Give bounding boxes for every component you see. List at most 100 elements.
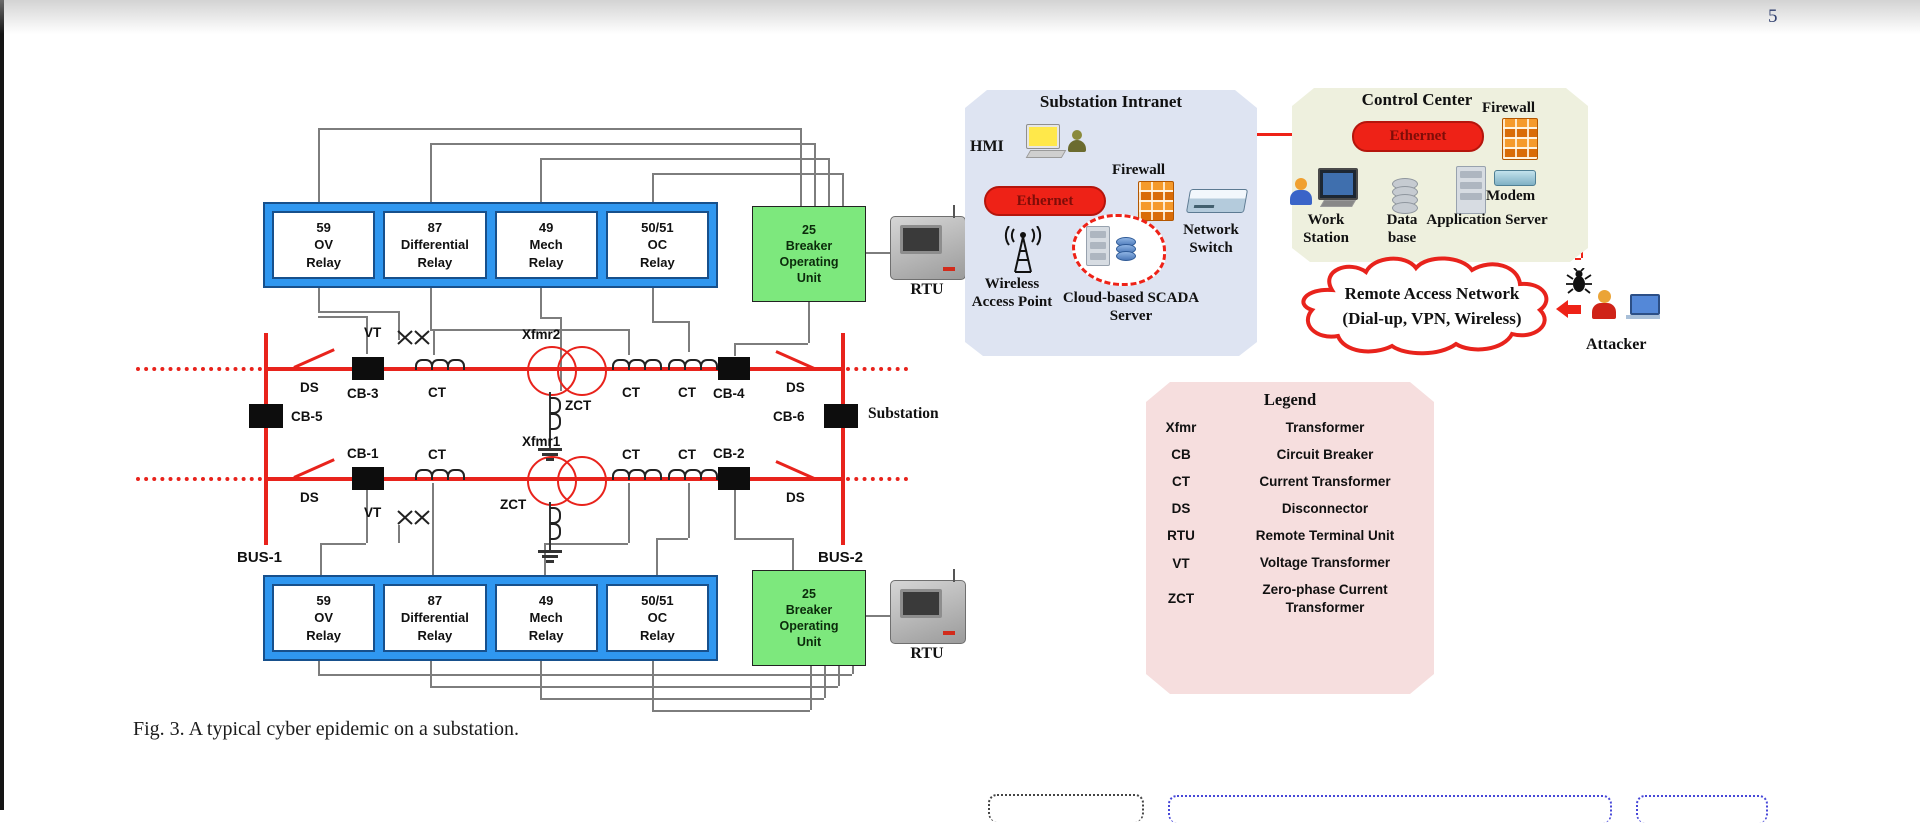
zct-symbol [549,392,551,448]
legend-abbr: CB [1171,447,1191,463]
signal-wire [828,158,830,206]
signal-wire [432,483,434,575]
firewall-icon [1138,181,1174,221]
breaker-line: Operating [779,619,839,633]
bus2-label: BUS-2 [818,549,864,566]
laptop-icon [1626,294,1660,319]
wireless-access-point-label: Wireless Access Point [971,276,1053,310]
ct-symbol [668,359,718,370]
breaker-line: Operating [779,255,839,269]
legend-desc: Disconnector [1281,501,1369,517]
legend-abbr: ZCT [1167,591,1195,607]
rtu-label: RTU [910,281,944,298]
relay-kind: OC [647,610,668,626]
ds-label: DS [786,490,805,505]
vt-label: VT [364,325,382,340]
ct-label: CT [622,447,640,462]
network-switch-label: Network Switch [1183,222,1239,256]
bus-dotted-segment [136,367,262,371]
legend-row: DS Disconnector [1146,500,1434,518]
signal-wire [810,664,812,710]
relay-code: 59 [316,592,331,608]
hmi-user-icon [1068,130,1086,152]
relay-word: Relay [417,254,453,270]
relay-59-ov: 59 OV Relay [272,211,376,279]
zct-label: ZCT [500,497,527,512]
signal-wire [398,311,400,340]
ct-label: CT [678,385,696,400]
dashed-box-blue [1636,795,1768,823]
signal-wire [430,329,630,331]
breaker-code: 25 [802,222,816,237]
rtu-antenna [952,569,955,582]
ct-label: CT [428,447,446,462]
relay-49-mech: 49 Mech Relay [494,211,598,279]
signal-wire [656,538,688,540]
zct-label: ZCT [565,398,592,413]
hmi-computer-icon [1026,124,1060,149]
signal-wire [838,664,840,686]
signal-wire [864,615,892,617]
transformer-symbol [557,346,607,396]
figure-caption: Fig. 3. A typical cyber epidemic on a su… [133,718,520,740]
ds-label: DS [786,380,805,395]
network-switch-icon [1185,189,1249,213]
modem-label: Modem [1486,188,1536,204]
legend-desc: Circuit Breaker [1276,447,1374,463]
bus1-label: BUS-1 [237,549,283,566]
signal-wire [734,483,736,538]
attacker-person-icon [1592,290,1616,319]
relay-code: 49 [538,219,554,235]
bus2-vertical-line [841,333,845,545]
rtu-device [890,569,966,644]
signal-wire [320,543,366,545]
signal-wire [734,538,792,540]
relay-word: Relay [306,627,341,643]
breaker-line: Unit [796,271,822,286]
database-label: Data base [1386,212,1418,246]
cc-ethernet-bus: Ethernet [1352,121,1484,152]
relay-code: 59 [316,219,331,235]
relay-word: Relay [528,254,564,270]
signal-wire [540,317,560,319]
page-number: 5 [1768,6,1778,27]
legend-desc: Transformer [1285,420,1365,435]
attack-arrow-icon [1556,300,1581,318]
zct-coil [550,397,561,414]
signal-wire [628,329,630,355]
signal-wire [318,674,852,676]
signal-wire [366,316,368,354]
relay-word: Relay [640,254,675,270]
legend-desc: Current Transformer [1259,474,1391,490]
breaker-line: Breaker [785,602,833,617]
cb-symbol [824,404,858,428]
cb-symbol [718,467,750,490]
signal-wire [734,343,808,345]
relay-49-mech: 49 Mech Relay [494,584,598,652]
relay-kind: Mech [529,610,563,626]
legend-panel: Legend Xfmr Transformer CB Circuit Break… [1146,382,1434,694]
relay-panel-bottom: 59 OV Relay 87 Differential Relay 49 Mec… [263,575,718,661]
legend-row: ZCT Zero-phase Current Transformer [1146,581,1434,616]
zct-coil [550,413,561,430]
workstation-keyboard-icon [1319,200,1357,207]
substation-intranet-title: Substation Intranet [1039,92,1183,111]
breaker-line: Breaker [785,238,833,253]
legend-abbr: CT [1172,474,1190,490]
vt-symbol [397,330,430,345]
database-icon [1392,178,1418,214]
ct-symbol [415,359,465,370]
ct-label: CT [622,385,640,400]
legend-title: Legend [1263,390,1317,409]
signal-wire [652,288,654,321]
cb6-label: CB-6 [773,409,805,424]
page-top-shadow [0,0,1920,34]
signal-wire [688,321,690,352]
cb4-label: CB-4 [713,386,745,401]
scada-disks-icon [1116,237,1136,261]
signal-wire [628,483,630,543]
signal-wire [808,300,810,343]
application-server-icon [1456,166,1486,214]
signal-wire [864,252,892,254]
